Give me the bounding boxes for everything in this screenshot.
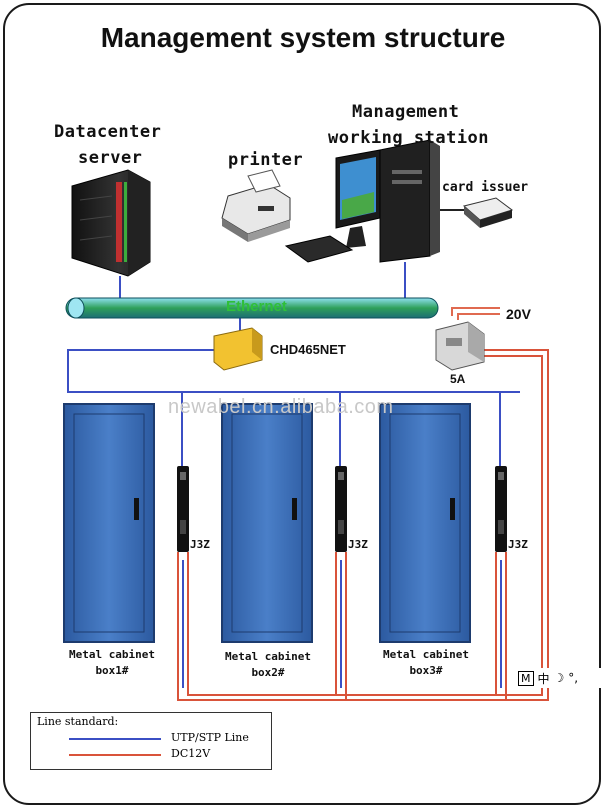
cabinet-3 xyxy=(379,403,471,643)
workstation-image xyxy=(284,139,440,263)
server-label-line2: server xyxy=(78,148,143,168)
page-title: Management system structure xyxy=(100,22,506,53)
legend-label-utp: UTP/STP Line xyxy=(171,731,249,744)
workstation-label-line2: working station xyxy=(328,128,490,148)
cabinet-images xyxy=(63,403,471,643)
converter-label: CHD465NET xyxy=(270,342,346,357)
printer-image xyxy=(221,169,291,242)
diagram-frame xyxy=(3,3,601,805)
legend-swatch-dc12v xyxy=(69,754,161,756)
legend-item-dc12v: DC12V xyxy=(39,747,269,761)
power-current-label: 5A xyxy=(450,372,466,386)
ime-toolbar[interactable]: M 中 ☽ °, xyxy=(518,668,606,688)
card-issuer-label: card issuer xyxy=(442,180,529,195)
legend-label-dc12v: DC12V xyxy=(171,747,211,760)
legend-swatch-utp xyxy=(69,738,161,740)
ethernet-bus xyxy=(65,297,439,319)
lock-2 xyxy=(335,466,347,552)
ime-moon-icon[interactable]: ☽ xyxy=(553,671,565,685)
datacenter-server-image xyxy=(71,169,151,277)
cabinet-1 xyxy=(63,403,155,643)
power-voltage-label: 20V xyxy=(506,306,531,322)
workstation-label-line1: Management xyxy=(352,102,460,122)
bus-line xyxy=(67,349,520,393)
cabinet-1-label-line2: box1# xyxy=(95,664,129,677)
cabinet-1-label-line1: Metal cabinet xyxy=(68,648,156,661)
card-issuer-image xyxy=(440,197,514,228)
lock-images xyxy=(177,466,507,552)
legend-title: Line standard: xyxy=(37,715,119,728)
ime-chinese-toggle[interactable]: 中 xyxy=(537,671,550,686)
cabinet-2-label-line1: Metal cabinet xyxy=(224,650,312,663)
cabinet-2 xyxy=(221,403,313,643)
server-label-line1: Datacenter xyxy=(54,122,162,142)
lock-1 xyxy=(177,466,189,552)
ethernet-label: Ethernet xyxy=(226,298,287,315)
lock-1-label: J3Z xyxy=(190,538,210,551)
lock-2-label: J3Z xyxy=(348,538,368,551)
lock-3 xyxy=(495,466,507,552)
ime-mode-icon[interactable]: M xyxy=(518,670,534,686)
power-supply-image xyxy=(435,321,485,371)
watermark: newabel.cn.alibaba.com xyxy=(168,396,394,418)
legend: Line standard: UTP/STP Line DC12V xyxy=(30,712,272,770)
printer-label: printer xyxy=(228,150,304,170)
utp-lines xyxy=(67,262,520,688)
ime-punct-toggle[interactable]: °, xyxy=(568,671,579,685)
converter-image xyxy=(213,327,263,371)
lock-3-label: J3Z xyxy=(508,538,528,551)
cabinet-3-label-line2: box3# xyxy=(409,664,443,677)
dc12v-lines xyxy=(177,307,549,701)
cabinet-3-label-line1: Metal cabinet xyxy=(382,648,470,661)
legend-item-utp: UTP/STP Line xyxy=(39,731,269,745)
cabinet-2-label-line2: box2# xyxy=(251,666,285,679)
